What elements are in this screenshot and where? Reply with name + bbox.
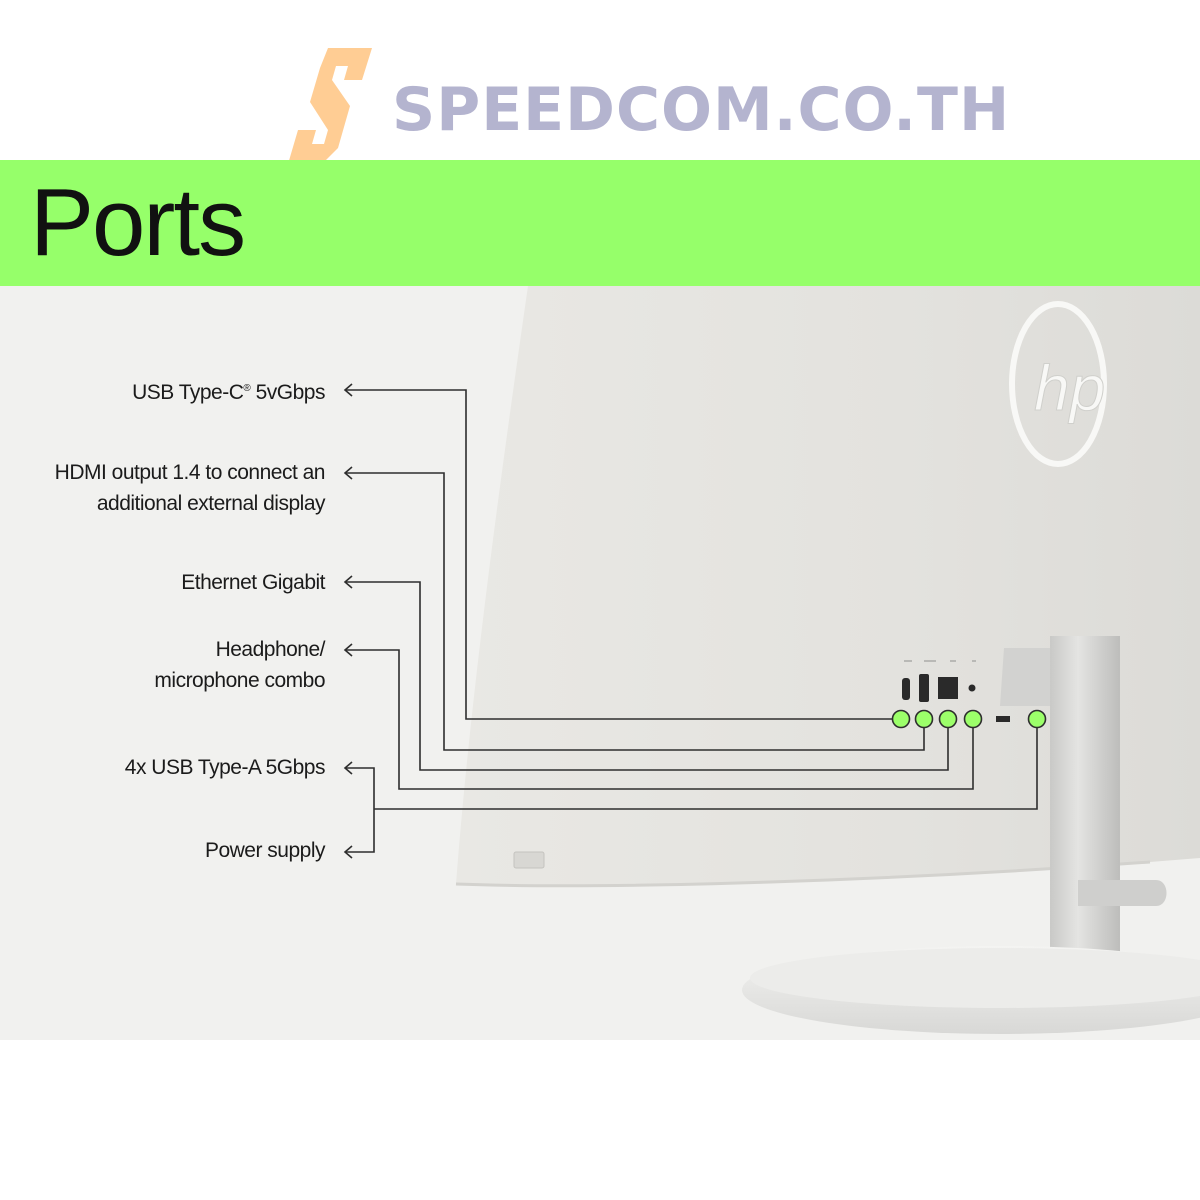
svg-text:hp: hp <box>1034 352 1105 424</box>
port-marker-headphone <box>963 709 983 729</box>
section-title: Ports <box>30 169 246 276</box>
top-bar: SPEEDCOM.CO.TH <box>0 0 1200 164</box>
bottom-blank-area <box>0 1040 1200 1200</box>
all-in-one-pc-rear-view-icon: hp <box>455 286 1200 1034</box>
port-label-usb-a: 4x USB Type-A 5Gbps <box>124 756 326 779</box>
site-name: SPEEDCOM.CO.TH <box>392 75 1011 145</box>
port-marker-ethernet <box>938 709 958 729</box>
product-image-area: hp <box>0 286 1200 1040</box>
speedcom-logo-icon <box>288 48 372 164</box>
port-label-headphone: Headphone/microphone combo <box>154 638 325 692</box>
port-marker-usb-c <box>891 709 911 729</box>
hp-logo-icon: hp <box>1009 301 1107 467</box>
port-label-power: Power supply <box>204 839 326 862</box>
title-band <box>0 160 1200 286</box>
port-label-ethernet: Ethernet Gigabit <box>181 571 325 594</box>
port-label-usb-c: USB Type-C® 5vGbps <box>132 381 325 404</box>
port-marker-hdmi <box>914 709 934 729</box>
port-marker-power <box>1027 709 1047 729</box>
